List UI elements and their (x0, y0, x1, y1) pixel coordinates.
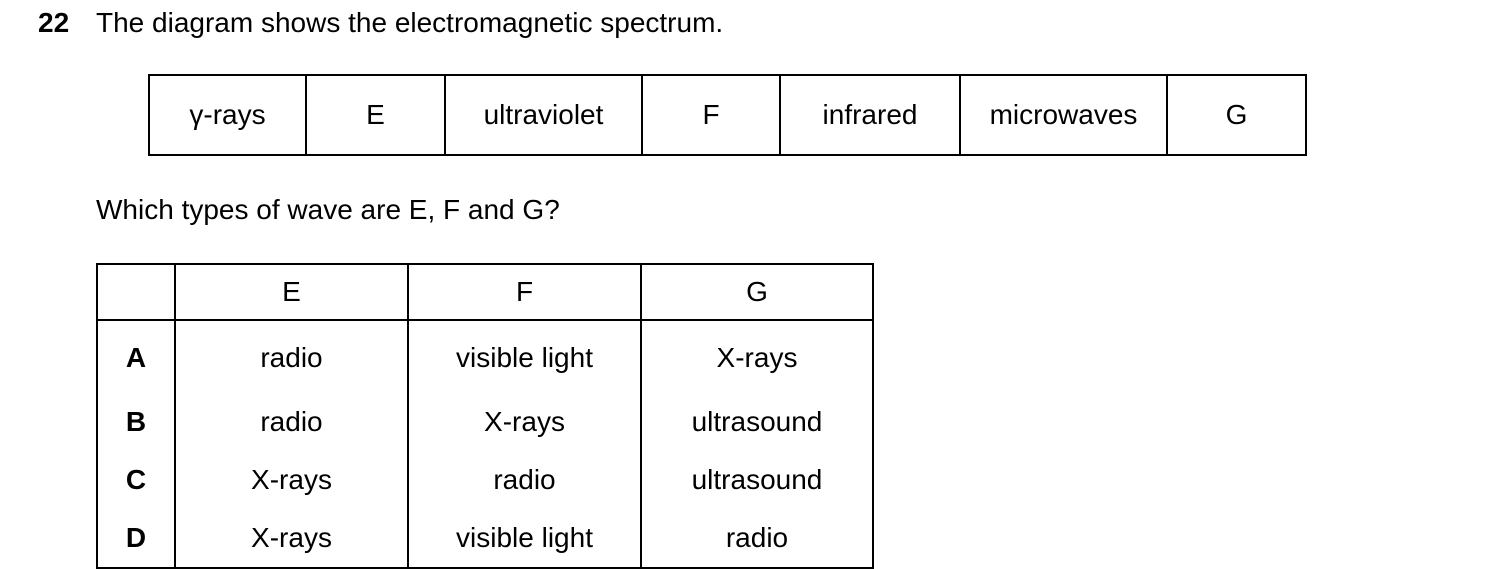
option-letter: C (125, 464, 147, 495)
spectrum-cell-e: E (305, 74, 446, 156)
option-row-a[interactable]: A radio visible light X-rays (97, 320, 873, 393)
option-e-value: radio (174, 393, 408, 451)
option-letter: A (125, 342, 147, 373)
spectrum-diagram: γ-rays E ultraviolet F infrared microwav… (148, 74, 1307, 156)
option-f-value: radio (407, 451, 641, 509)
spectrum-cell-infrared: infrared (779, 74, 961, 156)
question-prompt: Which types of wave are E, F and G? (96, 194, 560, 225)
question-number: 22 (38, 7, 70, 38)
question-stem: The diagram shows the electromagnetic sp… (96, 7, 724, 38)
option-letter: B (125, 406, 147, 437)
option-e-value: X-rays (174, 451, 408, 509)
option-f-value: X-rays (407, 393, 641, 451)
option-row-c[interactable]: C X-rays radio ultrasound (97, 451, 873, 509)
option-g-value: ultrasound (640, 393, 873, 451)
spectrum-cell-g: G (1166, 74, 1307, 156)
option-row-b[interactable]: B radio X-rays ultrasound (97, 393, 873, 451)
spectrum-cell-f: F (641, 74, 781, 156)
option-f-value: visible light (407, 509, 641, 568)
option-g-value: radio (640, 509, 873, 568)
options-header-row: E F G (97, 264, 873, 321)
answer-options-table: E F G A radio visible light X-rays B rad… (96, 263, 874, 569)
spectrum-cell-gamma-rays: γ-rays (148, 74, 307, 156)
options-header-g: G (640, 264, 873, 321)
option-letter: D (125, 522, 147, 553)
option-e-value: X-rays (174, 509, 408, 568)
options-header-f: F (407, 264, 641, 321)
option-f-value: visible light (407, 320, 641, 393)
option-row-d[interactable]: D X-rays visible light radio (97, 509, 873, 568)
option-g-value: ultrasound (640, 451, 873, 509)
options-header-blank (97, 264, 175, 321)
options-header-e: E (174, 264, 408, 321)
spectrum-cell-ultraviolet: ultraviolet (444, 74, 643, 156)
option-e-value: radio (174, 320, 408, 393)
option-g-value: X-rays (640, 320, 873, 393)
spectrum-cell-microwaves: microwaves (959, 74, 1168, 156)
